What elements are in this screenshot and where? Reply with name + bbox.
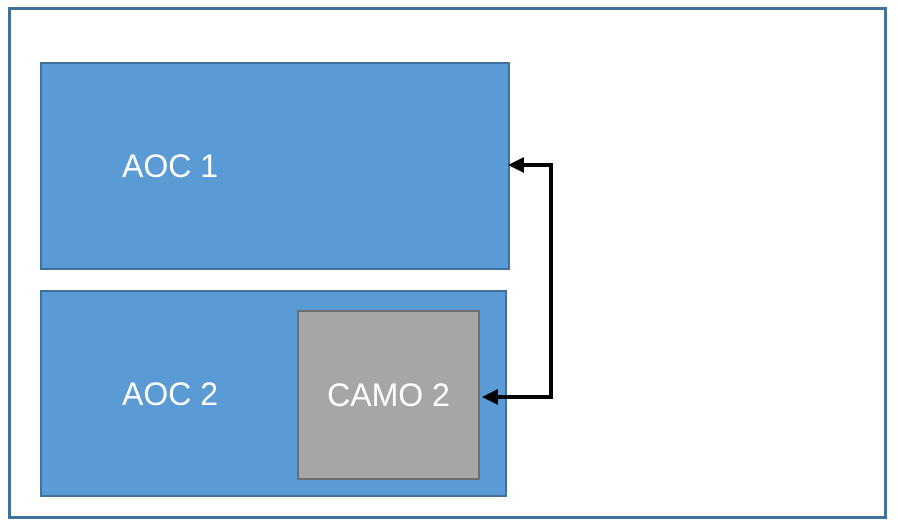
aoc2-label: AOC 2 [122,375,219,412]
aoc1-label: AOC 1 [122,148,219,184]
aoc1-box: AOC 1 [40,62,510,270]
camo2-box: CAMO 2 [297,310,480,480]
camo2-label: CAMO 2 [327,377,450,413]
